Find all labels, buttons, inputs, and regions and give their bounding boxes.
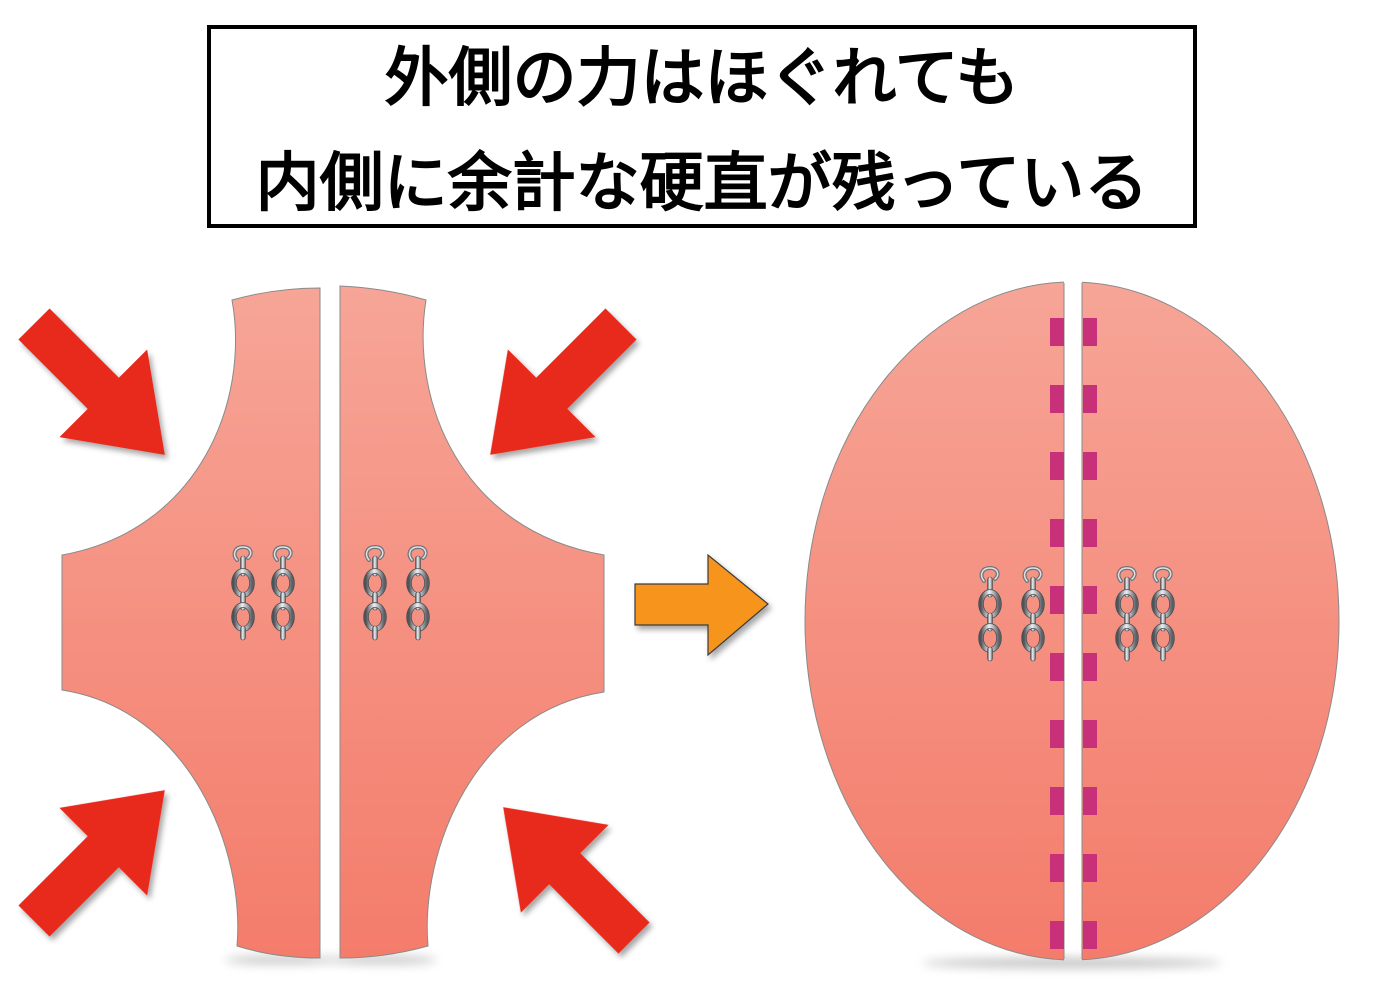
arrow-inward-icon <box>503 807 650 954</box>
title-line-1: 外側の力はほぐれても <box>384 42 1020 116</box>
arrow-inward-icon <box>18 308 165 455</box>
compressed-shape <box>61 285 605 959</box>
relaxed-ellipse-right-half <box>1081 281 1340 961</box>
compressed-shape-right-half <box>339 285 605 959</box>
ground-shadows <box>225 956 1222 968</box>
arrow-inward-icon <box>18 790 165 937</box>
relaxed-ellipse <box>804 281 1340 961</box>
arrow-right-icon <box>634 553 769 657</box>
title-line-2: 内側に余計な硬直が残っている <box>255 147 1149 221</box>
compressed-shape-left-half <box>61 287 321 959</box>
title-box: 外側の力はほぐれても 内側に余計な硬直が残っている <box>207 25 1197 228</box>
pressure-arrows <box>18 308 650 954</box>
arrow-inward-icon <box>490 308 637 455</box>
